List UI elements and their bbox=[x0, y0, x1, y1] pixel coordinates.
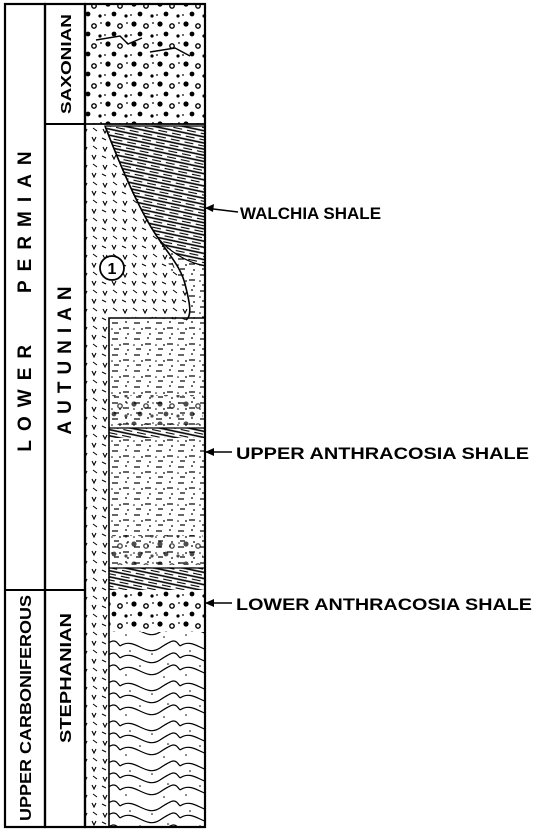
callout-walchia-shale: WALCHIA SHALE bbox=[240, 204, 381, 223]
callout-arrow-upper-anthracosia bbox=[205, 448, 214, 456]
upper-anthracosia-shale-bed bbox=[109, 428, 205, 438]
lower-anthracosia-shale-bed bbox=[109, 568, 205, 590]
callout-upper-anthracosia-shale: UPPER ANTHRACOSIA SHALE bbox=[236, 444, 529, 463]
intrusion-marker: 1 bbox=[100, 256, 124, 280]
folded-basement-unit bbox=[109, 632, 205, 827]
callout-lower-anthracosia-shale: LOWER ANTHRACOSIA SHALE bbox=[236, 595, 532, 614]
callouts: WALCHIA SHALE UPPER ANTHRACOSIA SHALE LO… bbox=[205, 204, 532, 614]
stage-label-autunian: AUTUNIAN bbox=[55, 279, 76, 434]
saxonian-conglomerate-unit bbox=[85, 4, 205, 124]
callout-arrow-lower-anthracosia bbox=[205, 599, 214, 607]
lithology-column bbox=[85, 4, 205, 827]
conglomerate-lens-b bbox=[111, 535, 203, 565]
conglomerate-lens-a bbox=[111, 395, 203, 425]
stephanian-conglomerate bbox=[109, 590, 205, 632]
series-label-upper-carboniferous: UPPER CARBONIFEROUS bbox=[18, 595, 35, 821]
intrusion-marker-number: 1 bbox=[108, 261, 117, 278]
stage-label-saxonian: SAXONIAN bbox=[58, 14, 75, 114]
callout-arrow-walchia bbox=[205, 204, 214, 212]
label-columns: LOWER PERMIAN UPPER CARBONIFEROUS SAXONI… bbox=[5, 4, 85, 827]
series-label-lower-permian: LOWER PERMIAN bbox=[15, 142, 36, 451]
stage-label-stephanian: STEPHANIAN bbox=[58, 613, 75, 743]
